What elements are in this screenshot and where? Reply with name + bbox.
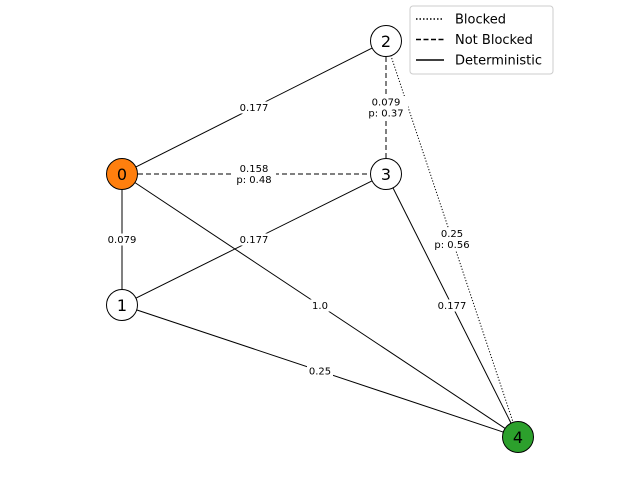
node-label: 4	[513, 428, 523, 447]
node-circle	[370, 25, 402, 57]
node-2: 2	[370, 25, 402, 57]
edge-label-background	[364, 96, 408, 119]
edge-label-background	[430, 227, 474, 251]
legend-label: Blocked	[455, 13, 506, 28]
edge-label-3-4: 0.177	[436, 299, 468, 312]
node-0: 0	[106, 158, 138, 190]
node-circle	[106, 289, 138, 321]
edge-label-text: p: 0.37	[368, 109, 403, 120]
node-3: 3	[370, 158, 402, 190]
legend-frame	[409, 5, 554, 75]
edge-label-text: 0.079	[108, 235, 137, 246]
node-circle	[502, 421, 534, 453]
node-1: 1	[106, 289, 138, 321]
edge-label-text: 1.0	[312, 301, 328, 312]
legend-item-blocked: Blocked	[416, 13, 506, 28]
edge-label-0-4: 1.0	[310, 299, 330, 312]
nodes-layer: 0 1 2 3 4	[106, 25, 534, 453]
node-4: 4	[502, 421, 534, 453]
edge-label-text: p: 0.56	[434, 240, 469, 251]
legend-label: Deterministic	[455, 54, 542, 69]
edge-label-text: 0.158	[240, 164, 269, 175]
node-label: 0	[117, 165, 127, 184]
edge-label-text: 0.177	[438, 301, 467, 312]
legend-label: Not Blocked	[455, 33, 533, 48]
edge-label-text: 0.25	[309, 367, 331, 378]
edge-label-0-2: 0.177	[238, 101, 270, 114]
edge-label-background	[106, 233, 138, 246]
edge-label-text: 0.25	[441, 229, 463, 240]
edge-label-text: 0.079	[372, 98, 401, 109]
node-circle	[370, 158, 402, 190]
edge-label-background	[238, 101, 270, 114]
node-label: 1	[117, 296, 127, 315]
edge-label-background	[307, 365, 333, 377]
edge-label-background	[238, 233, 270, 246]
legend-item-deterministic: Deterministic	[416, 54, 542, 69]
edge-label-background	[436, 299, 468, 312]
edge-label-background	[232, 162, 276, 186]
edge-label-background	[310, 299, 330, 312]
edge-label-0-1: 0.079	[106, 233, 138, 246]
node-label: 2	[381, 32, 391, 51]
edge-label-text: 0.177	[240, 235, 269, 246]
edge-label-2-4: 0.25p: 0.56	[430, 227, 474, 251]
legend-item-not-blocked: Not Blocked	[416, 33, 533, 48]
node-label: 3	[381, 165, 391, 184]
edge-label-text: 0.177	[240, 103, 269, 114]
edge-label-text: p: 0.48	[236, 175, 271, 186]
edge-label-1-3: 0.177	[238, 233, 270, 246]
edge-label-1-4: 0.25	[307, 365, 333, 378]
node-circle	[106, 158, 138, 190]
